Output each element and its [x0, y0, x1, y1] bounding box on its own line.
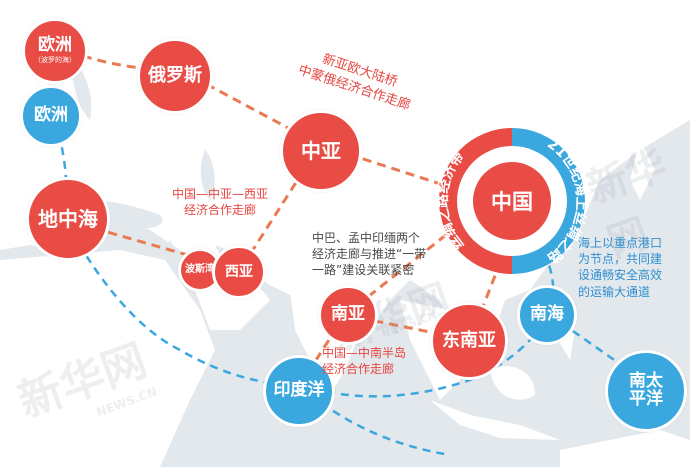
route-med-indian	[63, 219, 301, 387]
borneo	[490, 366, 535, 400]
node-indian-ocean[interactable]: 印度洋	[263, 355, 335, 427]
node-russia[interactable]: 俄罗斯	[137, 38, 213, 114]
australia-land	[560, 430, 690, 467]
node-south-asia[interactable]: 南亚	[318, 285, 378, 345]
annotation-china-central-west: 中国—中亚—西亚 经济合作走廊	[171, 187, 268, 218]
ring-sea-half	[512, 128, 585, 274]
node-south-pacific[interactable]: 南太 平洋	[605, 350, 687, 432]
node-west-asia[interactable]: 西亚	[212, 245, 266, 299]
route-europe-med	[53, 119, 68, 211]
route-russia-central-asia	[179, 68, 321, 147]
node-europe[interactable]: 欧洲	[20, 85, 82, 147]
node-southeast-asia[interactable]: 东南亚	[430, 302, 508, 380]
annotation-maritime: 海上以重点港口 为节点，共同建 设通畅安全高效 的运输大通道	[578, 236, 663, 299]
africa-land	[0, 250, 215, 467]
caspian-sea	[200, 150, 215, 200]
indonesia-islands	[430, 400, 560, 440]
annotation-bcim: 中巴、孟中印缅两个 经济走廊与推进“一带 一路”建设关联紧密	[312, 231, 427, 278]
node-mediterranean[interactable]: 地中海	[26, 177, 110, 261]
node-china-label: 中国	[491, 190, 533, 214]
node-south-china-sea[interactable]: 南海	[517, 285, 577, 345]
node-sublabel: （波罗的海）	[34, 56, 76, 65]
china-ring: 丝绸之路经济带 21世纪海上丝绸之路 中国	[437, 128, 587, 274]
ring-land-half	[439, 128, 512, 274]
node-central-asia[interactable]: 中亚	[280, 110, 362, 192]
japan	[630, 140, 655, 200]
route-south-pacific	[549, 313, 651, 387]
node-label: 欧洲	[38, 35, 72, 56]
node-europe-baltic[interactable]: 欧洲 （波罗的海）	[22, 18, 88, 84]
annotation-china-indochina: 中国—中南半岛 经济合作走廊	[322, 346, 407, 377]
china-core[interactable]	[473, 162, 551, 240]
